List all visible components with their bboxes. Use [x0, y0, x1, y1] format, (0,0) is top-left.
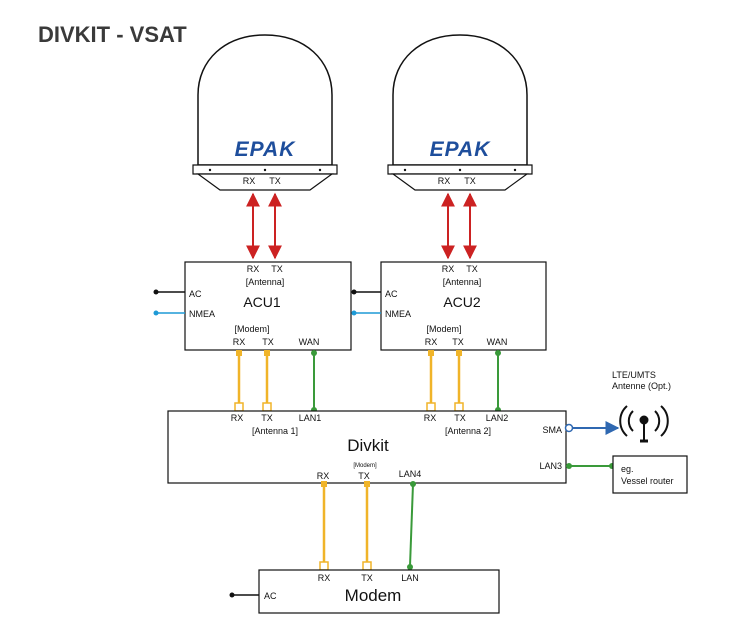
- acu-2-modem-label: [Modem]: [426, 324, 461, 334]
- modem-ac-label: AC: [264, 591, 277, 601]
- divkit-lan4-label: LAN4: [399, 469, 422, 479]
- vessel-router: eg. Vessel router: [612, 455, 688, 494]
- divkit-modem-rx-label: RX: [317, 471, 330, 481]
- antenna-dome-icon: [387, 34, 533, 191]
- acu-2-nmea-terminal: [351, 310, 357, 316]
- divkit-antenna1-label: [Antenna 1]: [252, 426, 298, 436]
- acu-1-box: [184, 261, 352, 351]
- acu-1-rx-port: [236, 350, 242, 356]
- divkit: RX TX LAN1 [Antenna 1] RX TX LAN2 [Anten…: [167, 410, 567, 484]
- divkit-sma-port: [564, 423, 574, 433]
- divkit-rx1-label: RX: [231, 413, 244, 423]
- acu-divkit-links: [234, 350, 501, 413]
- modem-rx-label: RX: [318, 573, 331, 583]
- router-label-line2: Vessel router: [621, 476, 674, 486]
- lte-label-line2: Antenne (Opt.): [612, 381, 671, 391]
- divkit-modem-label: [Modem]: [353, 463, 377, 469]
- acu-1-ac-terminal: [153, 289, 159, 295]
- antenna-1: EPAK RX TX: [192, 34, 338, 191]
- acu-1-wan-port: [311, 350, 317, 356]
- acu-2-rx-port: [428, 350, 434, 356]
- divkit-rx2-port: [426, 402, 436, 412]
- acu-2-antenna-label: [Antenna]: [443, 277, 482, 287]
- modem-lan-port: [407, 564, 413, 570]
- divkit-tx1-port: [262, 402, 272, 412]
- modem-tx-label: TX: [361, 573, 373, 583]
- acu-1-name: ACU1: [243, 294, 281, 310]
- acu-2-tx-port: [456, 350, 462, 356]
- acu-1-modem-label: [Modem]: [234, 324, 269, 334]
- acu-2-wan-port: [495, 350, 501, 356]
- divkit-modem-rx-port: [321, 481, 327, 487]
- acu-2-ac-label: AC: [385, 289, 398, 299]
- acu-1-modem-rx-label: RX: [233, 337, 246, 347]
- acu-2-name: ACU2: [443, 294, 481, 310]
- divkit-rx2-label: RX: [424, 413, 437, 423]
- divkit-rx1-port: [234, 402, 244, 412]
- divkit-modem-tx-label: TX: [358, 471, 370, 481]
- acu-2: RX TX [Antenna] ACU2 AC NMEA [Modem] RX …: [380, 261, 547, 351]
- antenna-2-logo: EPAK: [430, 138, 492, 161]
- acu-2-ac-terminal: [351, 289, 357, 295]
- divkit-modem-tx-port: [364, 481, 370, 487]
- link-modem-lan: [409, 483, 414, 567]
- divkit-lan3-label: LAN3: [539, 461, 562, 471]
- divkit-lan1-label: LAN1: [299, 413, 322, 423]
- router-box: [612, 455, 688, 494]
- divkit-name: Divkit: [347, 436, 389, 455]
- router-label-line1: eg.: [621, 464, 634, 474]
- acu-2-modem-rx-label: RX: [425, 337, 438, 347]
- acu-1-nmea-terminal: [153, 310, 159, 316]
- antenna-1-logo: EPAK: [235, 138, 297, 161]
- acu-1-tx-label: TX: [271, 264, 283, 274]
- divkit-lan4-port: [410, 481, 416, 487]
- divkit-tx1-label: TX: [261, 413, 273, 423]
- acu-2-box: [380, 261, 547, 351]
- acu-1-ac-label: AC: [189, 289, 202, 299]
- modem-ac-terminal: [229, 592, 235, 598]
- antenna-2: EPAK RX TX: [387, 34, 533, 191]
- acu-2-nmea-label: NMEA: [385, 309, 411, 319]
- modem: RX TX LAN Modem AC: [258, 569, 500, 614]
- acu-1-antenna-label: [Antenna]: [246, 277, 285, 287]
- acu-2-tx-label: TX: [466, 264, 478, 274]
- modem-box: [258, 569, 500, 614]
- rf-links: [246, 192, 477, 260]
- divkit-modem-links: [319, 481, 416, 571]
- acu-2-modem-tx-label: TX: [452, 337, 464, 347]
- antenna-2-rx-label: RX: [438, 176, 451, 186]
- lte-label-line1: LTE/UMTS: [612, 370, 656, 380]
- antenna-dome-icon: [192, 34, 338, 191]
- acu-1: RX TX [Antenna] ACU1 AC NMEA [Modem] RX …: [184, 261, 352, 351]
- acu-1-wan-label: WAN: [299, 337, 320, 347]
- acu-1-tx-port: [264, 350, 270, 356]
- modem-rx-port: [319, 561, 329, 571]
- acu-1-modem-tx-label: TX: [262, 337, 274, 347]
- acu-1-nmea-label: NMEA: [189, 309, 215, 319]
- diagram-title: DIVKIT - VSAT: [38, 22, 187, 47]
- divkit-sma-label: SMA: [542, 425, 562, 435]
- divkit-tx2-port: [454, 402, 464, 412]
- acu-2-wan-label: WAN: [487, 337, 508, 347]
- divkit-tx2-label: TX: [454, 413, 466, 423]
- acu-1-rx-label: RX: [247, 264, 260, 274]
- lte-antenna: LTE/UMTS Antenne (Opt.): [612, 370, 671, 443]
- modem-tx-port: [362, 561, 372, 571]
- modem-lan-label: LAN: [401, 573, 419, 583]
- divkit-antenna2-label: [Antenna 2]: [445, 426, 491, 436]
- acu-2-rx-label: RX: [442, 264, 455, 274]
- lte-tower-icon: [619, 405, 669, 443]
- modem-name: Modem: [345, 586, 402, 605]
- antenna-2-tx-label: TX: [464, 176, 476, 186]
- antenna-1-tx-label: TX: [269, 176, 281, 186]
- antenna-1-rx-label: RX: [243, 176, 256, 186]
- divkit-lan2-label: LAN2: [486, 413, 509, 423]
